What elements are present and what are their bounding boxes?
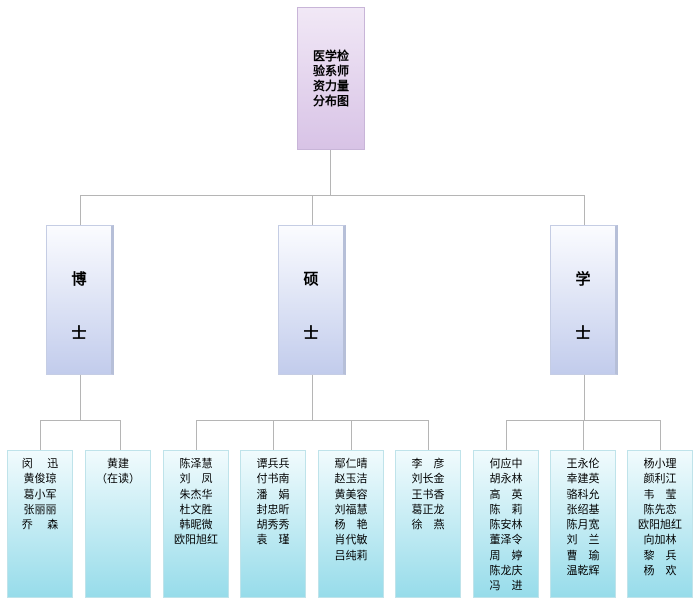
connector-to-xueshi [584, 195, 585, 225]
connector-root-down [330, 150, 331, 195]
connector-shuoshi-g2 [273, 420, 274, 450]
connector-xueshi-g2 [583, 420, 584, 450]
name-list: 王永伦 幸建英 骆科允 张绍基 陈月宽 刘 兰 曹 瑜 温乾辉 [566, 457, 600, 578]
level-node-shuoshi: 硕 士 [278, 225, 346, 375]
root-node: 医学检 验系师 资力量 分布图 [297, 7, 365, 150]
name-list: 陈泽慧 刘 凤 朱杰华 杜文胜 韩昵微 欧阳旭红 [174, 457, 218, 547]
name-group-xueshi-3: 杨小理 颜利江 韦 莹 陈先恋 欧阳旭红 向加林 黎 兵 杨 欢 [627, 450, 693, 598]
root-title: 医学检 验系师 资力量 分布图 [312, 48, 349, 108]
name-list: 李 彦 刘长金 王书香 葛正龙 徐 燕 [411, 457, 445, 532]
connector-xueshi-down [584, 375, 585, 420]
name-list: 谭兵兵 付书南 潘 娟 封忠昕 胡秀秀 袁 瑾 [256, 457, 290, 547]
connector-to-shuoshi [312, 195, 313, 225]
connector-shuoshi-g4 [428, 420, 429, 450]
connector-boshi-down [80, 375, 81, 420]
name-list: 鄢仁晴 赵玉洁 黄美容 刘福慧 杨 艳 肖代敏 吕纯莉 [334, 457, 368, 562]
name-group-shuoshi-1: 陈泽慧 刘 凤 朱杰华 杜文胜 韩昵微 欧阳旭红 [163, 450, 229, 598]
level-label-shuoshi: 硕 士 [303, 270, 319, 342]
name-list: 杨小理 颜利江 韦 莹 陈先恋 欧阳旭红 向加林 黎 兵 杨 欢 [638, 457, 682, 578]
name-group-boshi-1: 闵 迅 黄俊琼 葛小军 张丽丽 乔 森 [7, 450, 73, 598]
name-group-shuoshi-2: 谭兵兵 付书南 潘 娟 封忠昕 胡秀秀 袁 瑾 [240, 450, 306, 598]
name-group-xueshi-2: 王永伦 幸建英 骆科允 张绍基 陈月宽 刘 兰 曹 瑜 温乾辉 [550, 450, 616, 598]
name-list: 何应中 胡永林 高 英 陈 莉 陈安林 董泽令 周 婷 陈龙庆 冯 进 [489, 457, 523, 593]
connector-boshi-g2 [120, 420, 121, 450]
connector-to-boshi [80, 195, 81, 225]
connector-shuoshi-g3 [351, 420, 352, 450]
level-node-xueshi: 学 士 [550, 225, 618, 375]
connector-level-bar [80, 195, 585, 196]
connector-shuoshi-g1 [196, 420, 197, 450]
name-group-shuoshi-4: 李 彦 刘长金 王书香 葛正龙 徐 燕 [395, 450, 461, 598]
connector-boshi-g1 [40, 420, 41, 450]
level-label-xueshi: 学 士 [575, 270, 591, 342]
connector-shuoshi-bar [196, 420, 429, 421]
name-group-shuoshi-3: 鄢仁晴 赵玉洁 黄美容 刘福慧 杨 艳 肖代敏 吕纯莉 [318, 450, 384, 598]
name-list: 黄建 （在读） [96, 457, 140, 486]
name-list: 闵 迅 黄俊琼 葛小军 张丽丽 乔 森 [21, 457, 59, 532]
name-group-xueshi-1: 何应中 胡永林 高 英 陈 莉 陈安林 董泽令 周 婷 陈龙庆 冯 进 [473, 450, 539, 598]
connector-xueshi-g3 [660, 420, 661, 450]
level-label-boshi: 博 士 [71, 270, 87, 342]
connector-shuoshi-down [312, 375, 313, 420]
connector-boshi-bar [40, 420, 121, 421]
name-group-boshi-2: 黄建 （在读） [85, 450, 151, 598]
level-node-boshi: 博 士 [46, 225, 114, 375]
connector-xueshi-g1 [506, 420, 507, 450]
